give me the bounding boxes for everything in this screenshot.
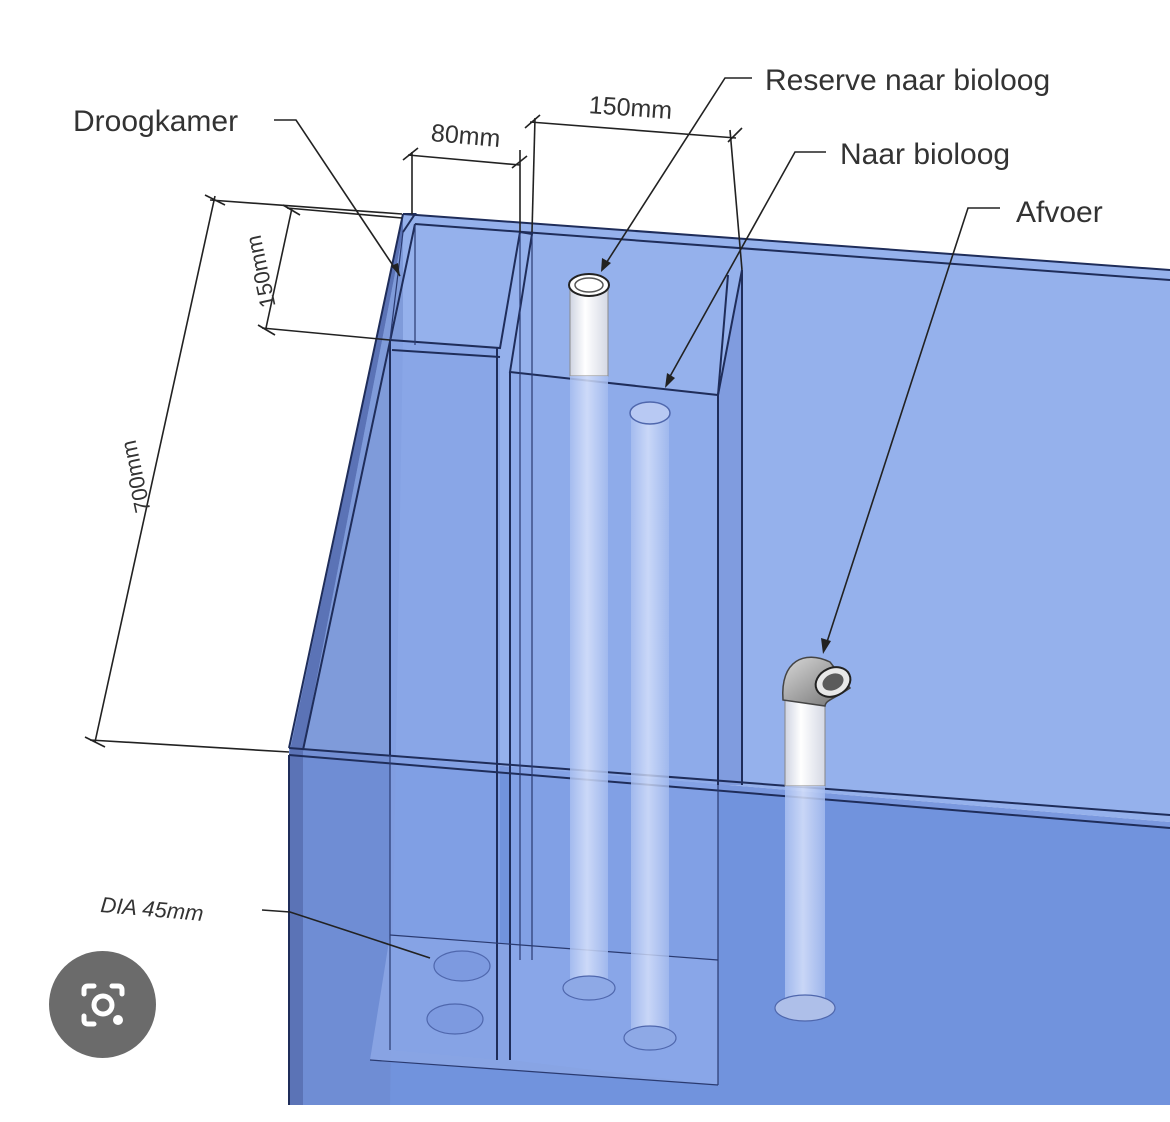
tank-left-glass xyxy=(303,232,403,1105)
middle-chamber xyxy=(510,372,718,1085)
label-150mm-vertical: 150mm xyxy=(241,233,281,310)
bulkhead-hole-1 xyxy=(433,950,491,982)
label-700mm: 700mm xyxy=(116,438,156,515)
label-droogkamer: Droogkamer xyxy=(73,105,238,138)
reserve-pipe-lower xyxy=(570,376,608,986)
naar-bioloog-opening xyxy=(629,401,671,425)
dimension-150mm-horizontal: 150mm xyxy=(524,91,743,271)
dimension-80mm: 80mm xyxy=(402,119,528,232)
label-afvoer: Afvoer xyxy=(1016,196,1103,229)
right-divider-wall xyxy=(718,270,742,785)
label-dia-45mm: DIA 45mm xyxy=(100,892,205,926)
lens-camera-icon xyxy=(81,983,124,1026)
callout-naar-bioloog: Naar bioloog xyxy=(665,138,1010,388)
afvoer-pipe-upper xyxy=(784,699,826,787)
lens-camera-button[interactable] xyxy=(49,951,156,1058)
naar-bioloog-pipe xyxy=(631,412,669,1038)
bulkhead-hole-2 xyxy=(426,1003,484,1035)
callout-reserve-naar-bioloog: Reserve naar bioloog xyxy=(601,64,1050,272)
label-reserve-naar-bioloog: Reserve naar bioloog xyxy=(765,64,1050,97)
dimension-150mm-vertical: 150mm xyxy=(241,204,403,341)
reserve-pipe-upper xyxy=(569,283,609,377)
label-naar-bioloog: Naar bioloog xyxy=(840,138,1010,171)
droogkamer-chamber xyxy=(390,340,500,1060)
label-150mm-horizontal: 150mm xyxy=(588,91,673,125)
callout-droogkamer: Droogkamer xyxy=(73,105,401,277)
label-80mm: 80mm xyxy=(430,119,502,153)
tank-left-wall xyxy=(289,214,403,1105)
callout-afvoer: Afvoer xyxy=(821,196,1103,654)
afvoer-pipe-lower xyxy=(785,786,825,1002)
